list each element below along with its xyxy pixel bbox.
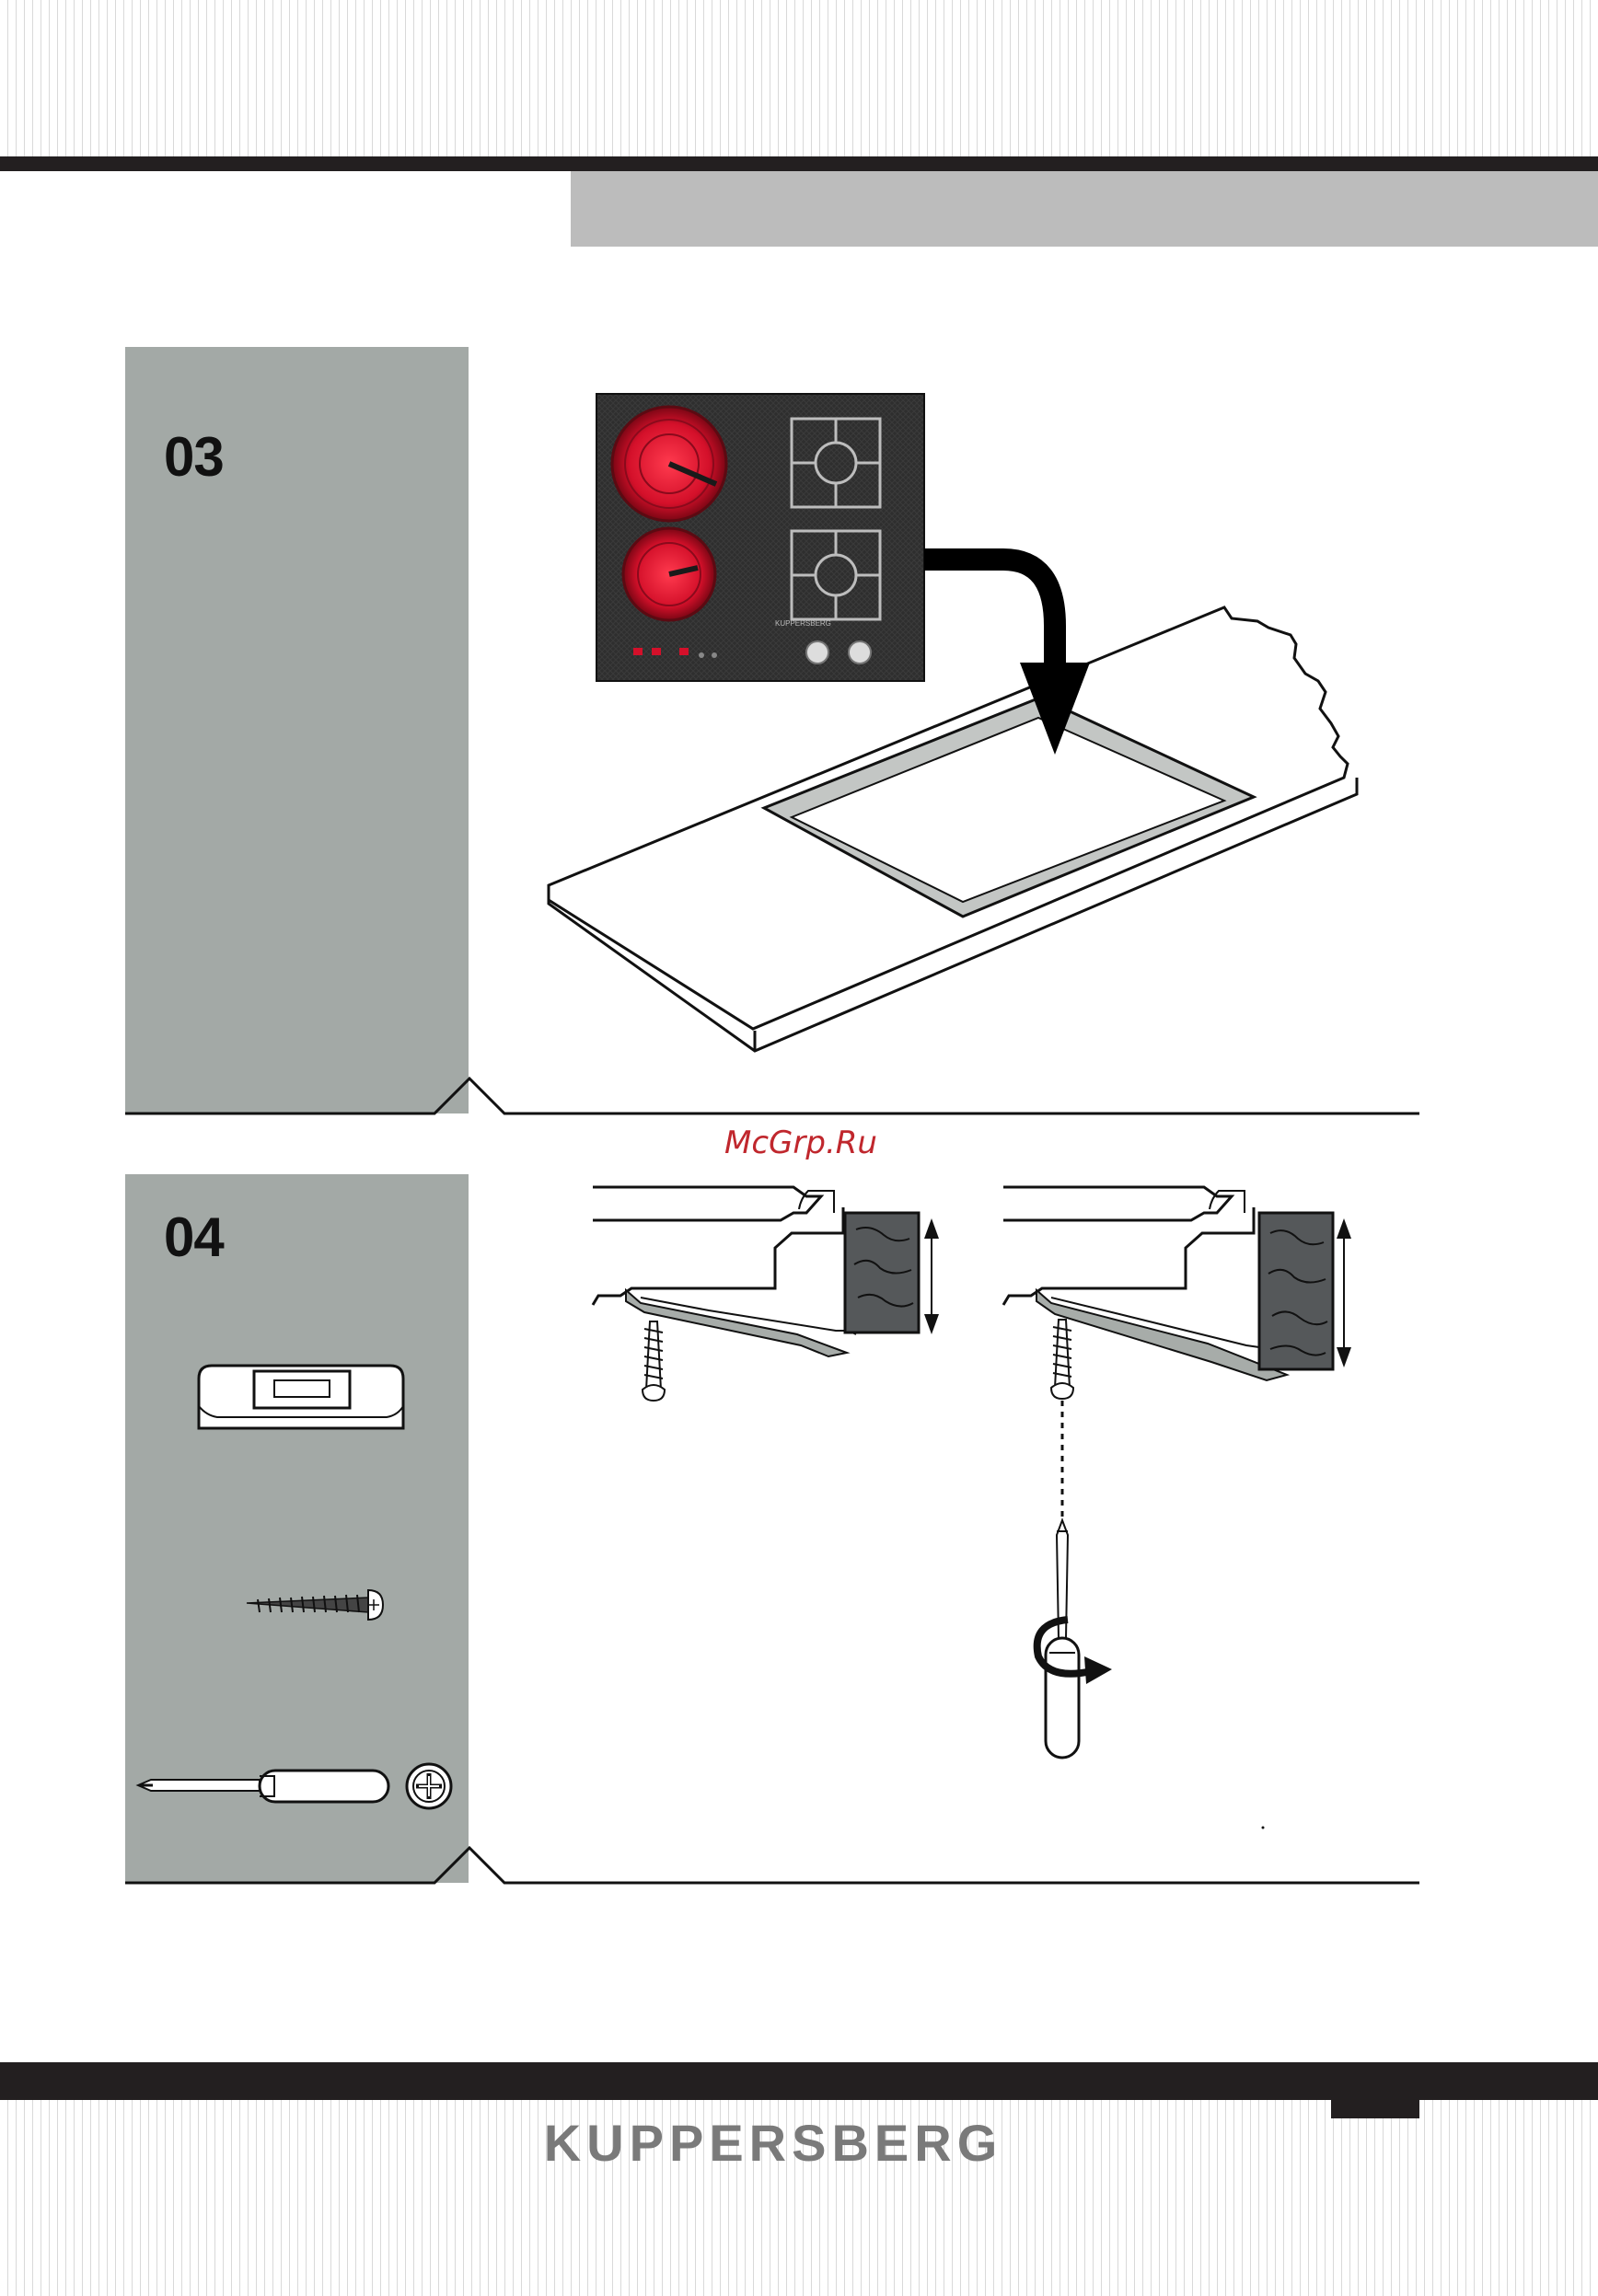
fixing-bracket-icon — [199, 1366, 403, 1428]
step-03-divider — [125, 1079, 1419, 1113]
mounting-section-right — [1003, 1187, 1351, 1758]
worktop-edge-left — [845, 1213, 919, 1333]
mounting-section-left — [593, 1187, 939, 1401]
screw-right — [1051, 1320, 1073, 1399]
phillips-head-icon — [407, 1764, 451, 1808]
measurement-arrow-icon — [924, 1218, 939, 1334]
screw-left — [643, 1321, 665, 1401]
screwdriver-vertical — [1046, 1520, 1079, 1758]
screw-icon — [247, 1590, 383, 1620]
step-04-divider — [125, 1848, 1419, 1883]
hob-logo: KUPPERSBERG — [775, 619, 831, 628]
phillips-screwdriver-icon — [138, 1771, 388, 1802]
hob-illustration: KUPPERSBERG — [596, 394, 924, 681]
